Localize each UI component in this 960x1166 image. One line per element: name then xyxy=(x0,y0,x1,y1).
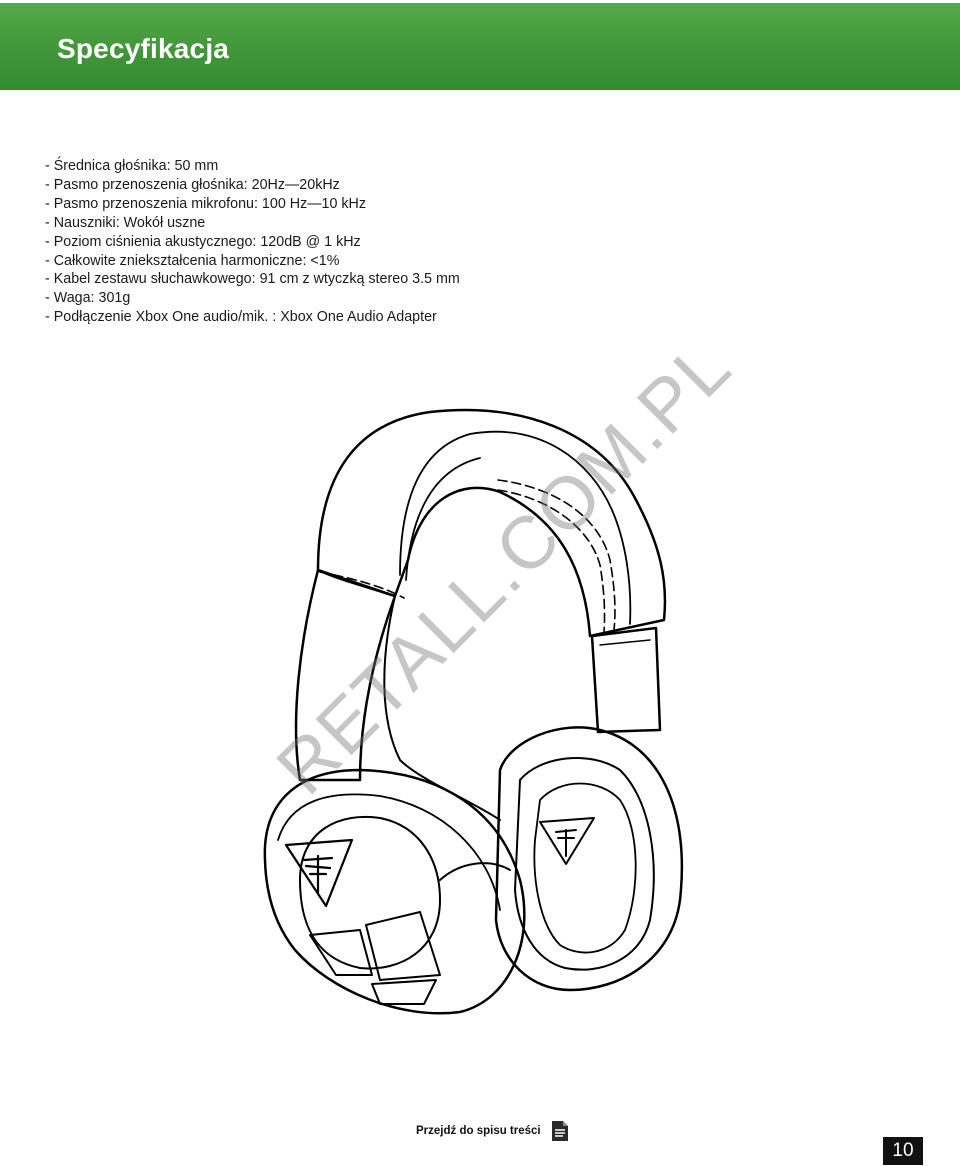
left-earcup xyxy=(263,768,526,1015)
page-number: 10 xyxy=(883,1137,923,1165)
headband-line xyxy=(399,430,632,625)
document-icon xyxy=(551,1120,569,1142)
headband-outer xyxy=(316,408,667,638)
page-title: Specyfikacja xyxy=(57,33,230,64)
spec-list: - Średnica głośnika: 50 mm - Pasmo przen… xyxy=(45,157,460,327)
right-earcup xyxy=(494,726,684,992)
slider-arm xyxy=(590,626,662,734)
stitch-line xyxy=(497,489,606,633)
left-logo-triangle xyxy=(284,838,354,908)
earcup-hinge xyxy=(439,862,511,881)
toc-label: Przejdź do spisu treści xyxy=(416,1125,541,1137)
headband-line xyxy=(405,457,481,581)
spec-item: - Nauszniki: Wokół uszne xyxy=(45,214,206,231)
left-earcup-rim xyxy=(277,793,501,911)
left-logo-palm xyxy=(302,854,334,894)
spec-item: - Pasmo przenoszenia mikrofonu: 100 Hz—1… xyxy=(45,195,367,212)
right-earpad xyxy=(514,757,655,971)
control-button xyxy=(365,911,441,981)
page-header: Specyfikacja xyxy=(0,3,960,90)
spec-item: - Podłączenie Xbox One audio/mik. : Xbox… xyxy=(45,309,437,326)
spec-item: - Waga: 301g xyxy=(45,290,131,307)
right-logo-palm xyxy=(555,829,577,857)
headset-illustration xyxy=(263,408,684,1015)
toc-link[interactable]: Przejdź do spisu treści xyxy=(416,1120,569,1142)
spec-item: - Całkowite zniekształcenia harmoniczne:… xyxy=(45,252,340,269)
spec-item: - Pasmo przenoszenia głośnika: 20Hz—20kH… xyxy=(45,176,340,193)
right-earpad-inner xyxy=(533,782,637,954)
yoke-arm xyxy=(294,568,397,782)
spec-item: - Poziom ciśnienia akustycznego: 120dB @… xyxy=(45,233,361,250)
slider-detail xyxy=(599,639,651,646)
right-logo-triangle xyxy=(539,817,595,865)
spec-item: - Średnica głośnika: 50 mm xyxy=(45,158,219,174)
stitch-line xyxy=(497,479,616,631)
control-button xyxy=(371,979,437,1005)
control-button xyxy=(309,929,373,976)
left-earcup-panel xyxy=(299,816,441,970)
spec-item: - Kabel zestawu słuchawkowego: 91 cm z w… xyxy=(45,271,460,288)
